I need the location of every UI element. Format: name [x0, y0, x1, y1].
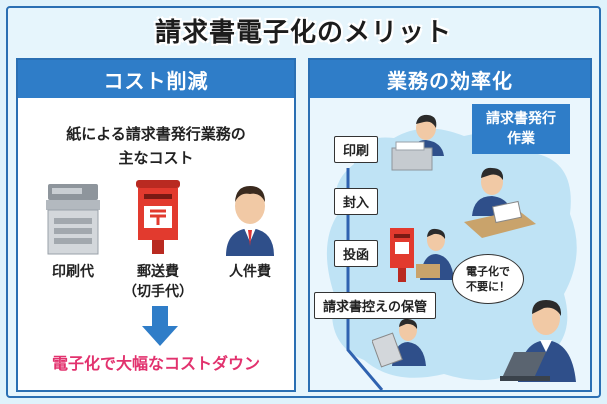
postage-cost-label: 郵送費 （切手代） — [118, 262, 198, 302]
cost-intro-line1: 紙による請求書発行業務の — [66, 125, 246, 143]
efficiency-panel: 業務の効率化 請求書発行 作業 印刷 封入 投函 請求書控えの保管 — [308, 58, 592, 392]
step-mailing: 投函 — [334, 240, 379, 267]
cost-intro-line2: 主なコスト — [118, 149, 194, 167]
invoice-task-line1: 請求書発行 — [486, 111, 556, 127]
enclosing-worker-icon — [464, 167, 536, 238]
mailbox-icon — [136, 180, 180, 254]
cost-reduction-panel: コスト削減 紙による請求書発行業務の 主なコスト 印刷代 郵送費 （切手代） 人… — [16, 58, 296, 392]
invoice-task-box: 請求書発行 作業 — [472, 104, 570, 154]
cost-down-result: 電子化で大幅なコストダウン — [51, 354, 260, 373]
workflow-line — [346, 168, 384, 391]
main-title: 請求書電子化のメリット — [154, 18, 452, 48]
printer-icon — [46, 184, 100, 255]
laptop-worker-icon — [500, 300, 576, 382]
printing-worker-icon — [391, 114, 444, 171]
invoice-task-line2: 作業 — [507, 131, 535, 147]
printing-cost-label: 印刷代 — [52, 264, 94, 280]
cost-reduction-header: コスト削減 — [18, 60, 294, 98]
efficiency-header: 業務の効率化 — [310, 60, 590, 98]
step-printing: 印刷 — [334, 136, 379, 163]
mailing-worker-icon — [390, 228, 454, 282]
postage-cost-label-sub: （切手代） — [123, 284, 193, 300]
bubble-line2: 不要に！ — [466, 280, 510, 293]
businessman-icon — [226, 186, 274, 256]
cost-intro: 紙による請求書発行業務の 主なコスト — [18, 122, 294, 170]
labor-cost-label: 人件費 — [229, 264, 271, 280]
down-arrow-icon — [142, 306, 178, 346]
archiving-worker-icon — [372, 318, 426, 368]
bubble-line1: 電子化で — [466, 265, 510, 278]
step-enclosing: 封入 — [334, 188, 379, 215]
postage-cost-label-main: 郵送費 — [137, 264, 179, 280]
step-archiving: 請求書控えの保管 — [314, 292, 437, 319]
unnecessary-bubble: 電子化で 不要に！ — [452, 254, 524, 304]
